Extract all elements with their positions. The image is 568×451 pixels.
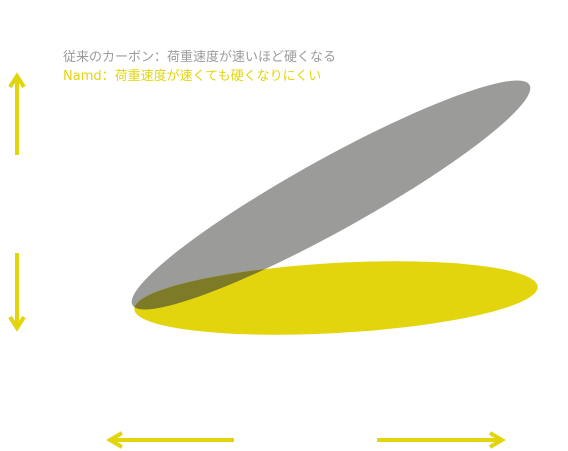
arrow-down-icon <box>8 253 26 332</box>
legend-conventional-carbon: 従来のカーボン：荷重速度が速いほど硬くなる <box>63 50 337 65</box>
arrow-left-icon <box>106 431 234 449</box>
legend-namd: Namd：荷重速度が速くても硬くなりにくい <box>63 69 322 84</box>
legend: 従来のカーボン：荷重速度が速いほど硬くなる Namd：荷重速度が速くても硬くなり… <box>63 48 336 86</box>
arrow-up-icon <box>8 72 26 155</box>
conventional-carbon-ellipse <box>131 80 531 310</box>
arrow-right-icon <box>377 431 506 449</box>
